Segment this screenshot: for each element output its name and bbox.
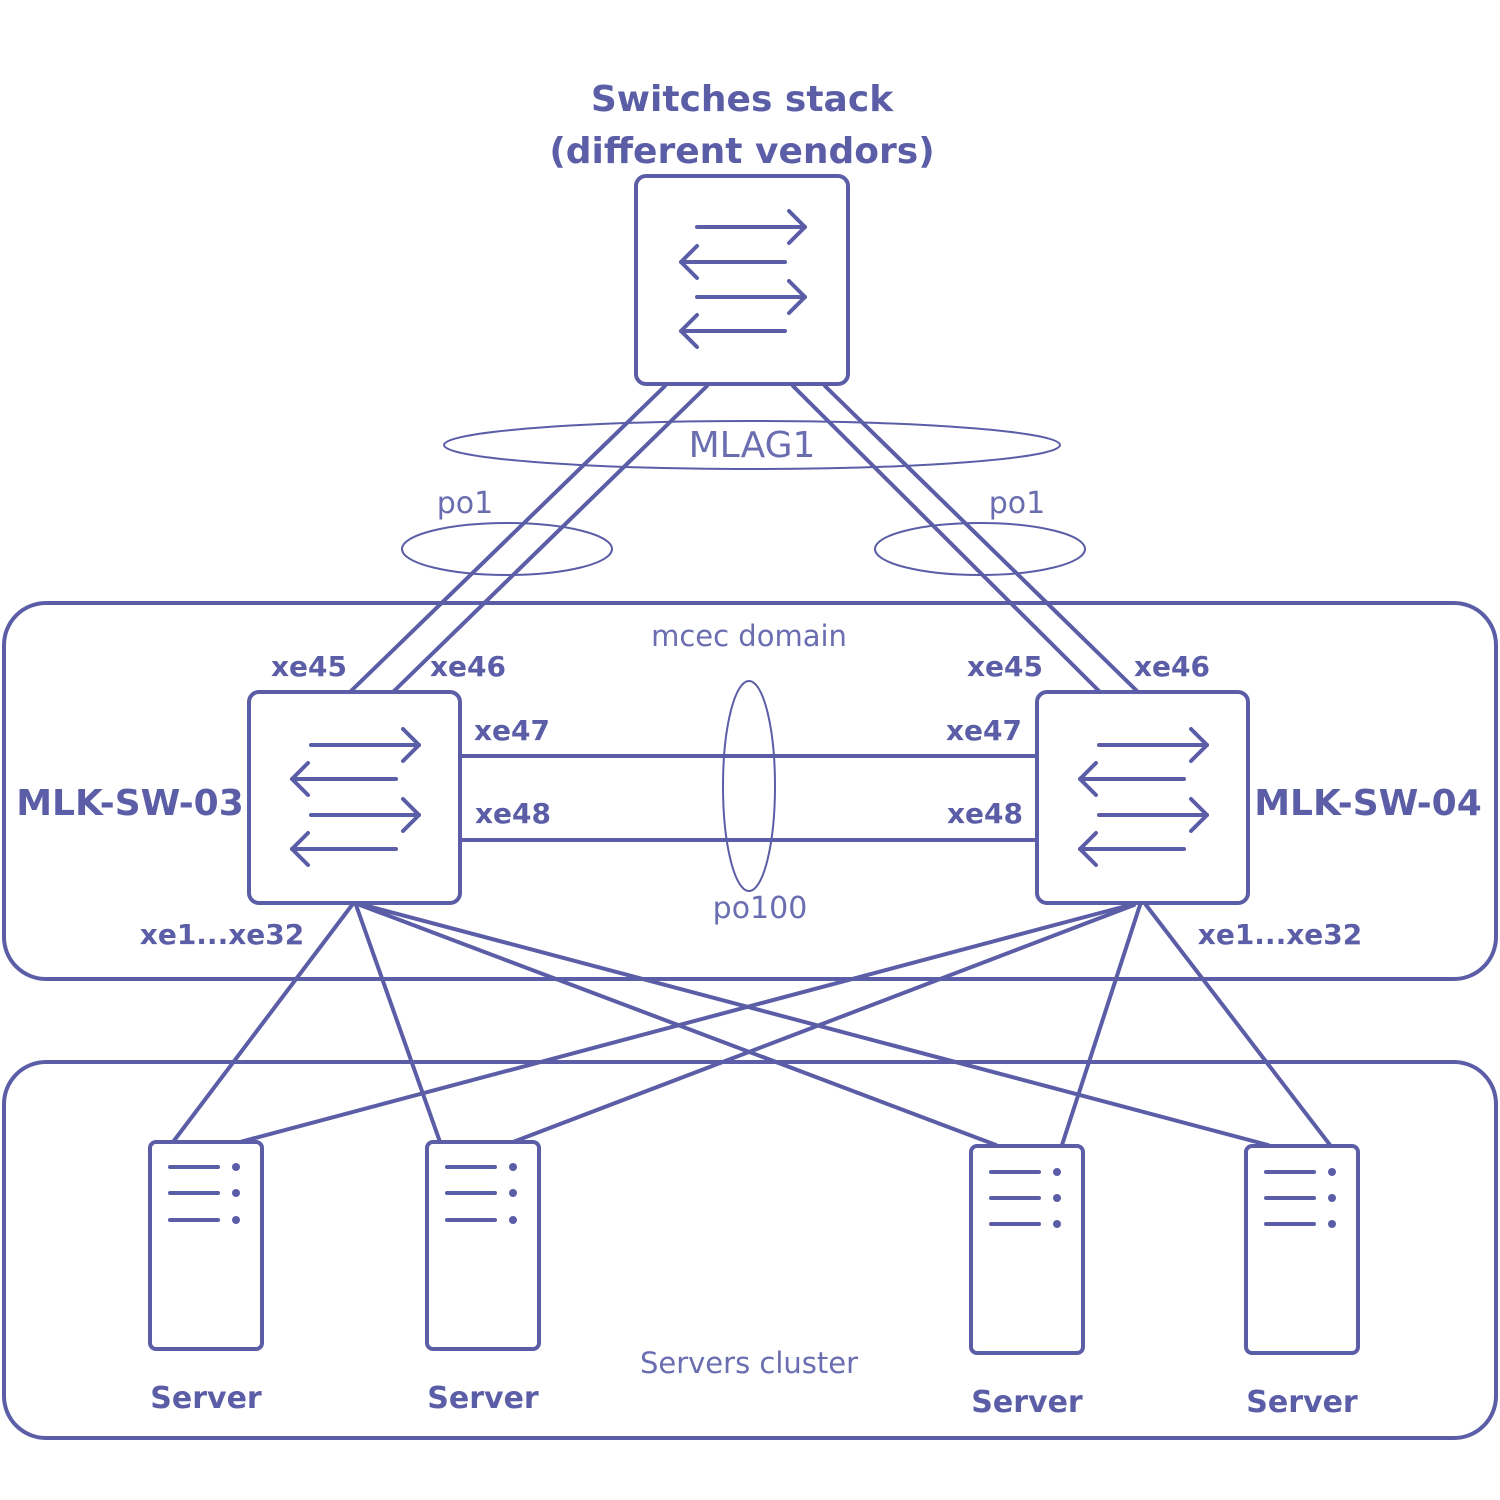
- right-po1-label: po1: [989, 486, 1045, 521]
- switch-mlk-sw-03-box: [247, 690, 462, 905]
- switch-arrows-icon: [290, 727, 421, 867]
- mcec-domain-label: mcec domain: [651, 619, 847, 653]
- uplink-links: [348, 384, 1140, 694]
- switch-mlk-sw-03: MLK-SW-03 xe45 xe46 xe47 xe48 xe1...xe32: [16, 650, 551, 951]
- switch-mlk-sw-04-name: MLK-SW-04: [1254, 783, 1482, 824]
- server-tower-icon: [1244, 1144, 1360, 1355]
- left-port-xe45: xe45: [271, 650, 347, 683]
- server-4-label: Server: [1246, 1385, 1358, 1420]
- top-stack-title-line2: (different vendors): [549, 131, 934, 172]
- downlink-sw03-server2: [354, 903, 442, 1144]
- right-port-xe46: xe46: [1134, 650, 1210, 683]
- left-po1-label: po1: [437, 486, 493, 521]
- server-1: Server: [148, 1140, 264, 1416]
- server-1-label: Server: [150, 1381, 262, 1416]
- server-tower-icon: [425, 1140, 541, 1351]
- right-port-xe48: xe48: [947, 797, 1023, 830]
- downlink-sw04-server2: [511, 903, 1136, 1144]
- downlink-sw03-server1: [171, 903, 354, 1144]
- mlag-label: MLAG1: [689, 425, 816, 466]
- server-tower-icon: [148, 1140, 264, 1351]
- left-po1-ellipse: [401, 522, 613, 576]
- left-port-xe46: xe46: [430, 650, 506, 683]
- left-port-xe48: xe48: [475, 797, 551, 830]
- right-port-xe47: xe47: [946, 714, 1022, 747]
- top-stack-title-line1: Switches stack: [591, 79, 894, 120]
- uplink-left-xe46: [391, 384, 709, 694]
- mlag-ellipse: [443, 420, 1061, 470]
- switch-mlk-sw-04-box: [1035, 690, 1250, 905]
- right-port-downlinks: xe1...xe32: [1198, 918, 1362, 951]
- servers-cluster-container: [2, 1060, 1498, 1440]
- po100-ellipse: [722, 680, 776, 892]
- server-2-label: Server: [427, 1381, 539, 1416]
- downlink-links: [171, 903, 1332, 1147]
- top-switch-box: [634, 174, 850, 386]
- downlink-sw04-server1: [238, 903, 1132, 1144]
- switch-mlk-sw-04: MLK-SW-04 xe45 xe46 xe47 xe48 xe1...xe32: [946, 650, 1482, 951]
- po100-label: po100: [713, 891, 808, 926]
- top-switch-stack: Switches stack (different vendors): [549, 79, 935, 386]
- switch-arrows-icon: [679, 209, 807, 349]
- server-2: Server: [425, 1140, 541, 1416]
- server-3: Server: [969, 1144, 1085, 1420]
- switch-mlk-sw-03-name: MLK-SW-03: [16, 783, 244, 824]
- servers-cluster-label: Servers cluster: [640, 1346, 858, 1380]
- downlink-sw04-server3: [1060, 903, 1142, 1147]
- uplink-left-xe45: [348, 384, 667, 694]
- server-tower-icon: [969, 1144, 1085, 1355]
- downlink-sw04-server4: [1144, 903, 1332, 1147]
- uplink-right-xe46: [823, 384, 1140, 694]
- peer-links: [458, 754, 1039, 842]
- right-po1-ellipse: [874, 522, 1086, 576]
- switch-arrows-icon: [1078, 727, 1209, 867]
- uplink-right-xe45: [791, 384, 1102, 694]
- server-4: Server: [1244, 1144, 1360, 1420]
- left-port-downlinks: xe1...xe32: [140, 918, 304, 951]
- server-3-label: Server: [971, 1385, 1083, 1420]
- right-port-xe45: xe45: [967, 650, 1043, 683]
- mcec-domain-container: [2, 601, 1498, 981]
- left-port-xe47: xe47: [474, 714, 550, 747]
